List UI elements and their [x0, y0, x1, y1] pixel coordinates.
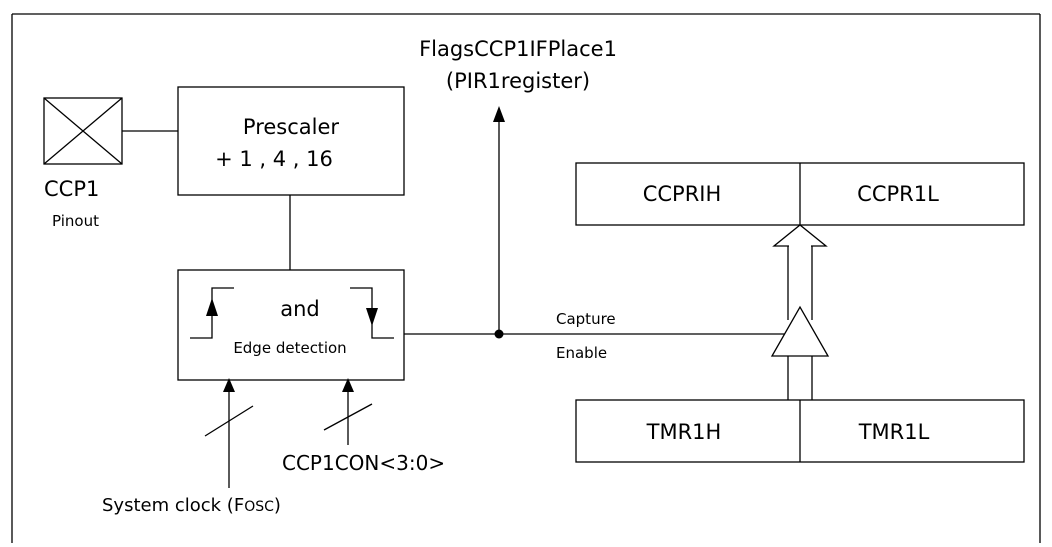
ccpr-low-label: CCPR1L	[857, 182, 939, 206]
system-clock-input	[204, 378, 254, 488]
flag-output-arrow	[493, 106, 505, 334]
prescaler-values: + 1 , 4 , 16	[215, 147, 333, 171]
flag-label-line1: FlagsCCP1IFPlace1	[419, 37, 617, 61]
system-clock-label: System clock (FOSC)	[102, 495, 281, 516]
tmr1-high-label: TMR1H	[646, 420, 722, 444]
ccp1con-label: CCP1CON<3:0>	[282, 451, 445, 475]
ccp1con-input	[323, 378, 373, 445]
enable-label: Enable	[556, 344, 607, 362]
edge-and-label: and	[280, 297, 320, 321]
ccp1-pin-label: CCP1	[44, 177, 99, 201]
pinout-label: Pinout	[52, 212, 99, 230]
capture-buffer-icon	[770, 305, 830, 357]
prescaler-box	[177, 86, 405, 196]
outer-frame	[11, 13, 1041, 543]
capture-label: Capture	[556, 310, 616, 328]
prescaler-title: Prescaler	[243, 115, 339, 139]
ccpr-high-label: CCPRIH	[643, 182, 722, 206]
tmr1-low-label: TMR1L	[858, 420, 930, 444]
edge-detection-label: Edge detection	[233, 339, 346, 357]
rising-edge-icon	[190, 287, 234, 339]
ccp1-pin-icon	[43, 97, 123, 165]
flag-label-line2: (PIR1register)	[446, 69, 590, 93]
capture-buffer-bus	[772, 224, 828, 400]
falling-edge-icon	[350, 287, 394, 339]
